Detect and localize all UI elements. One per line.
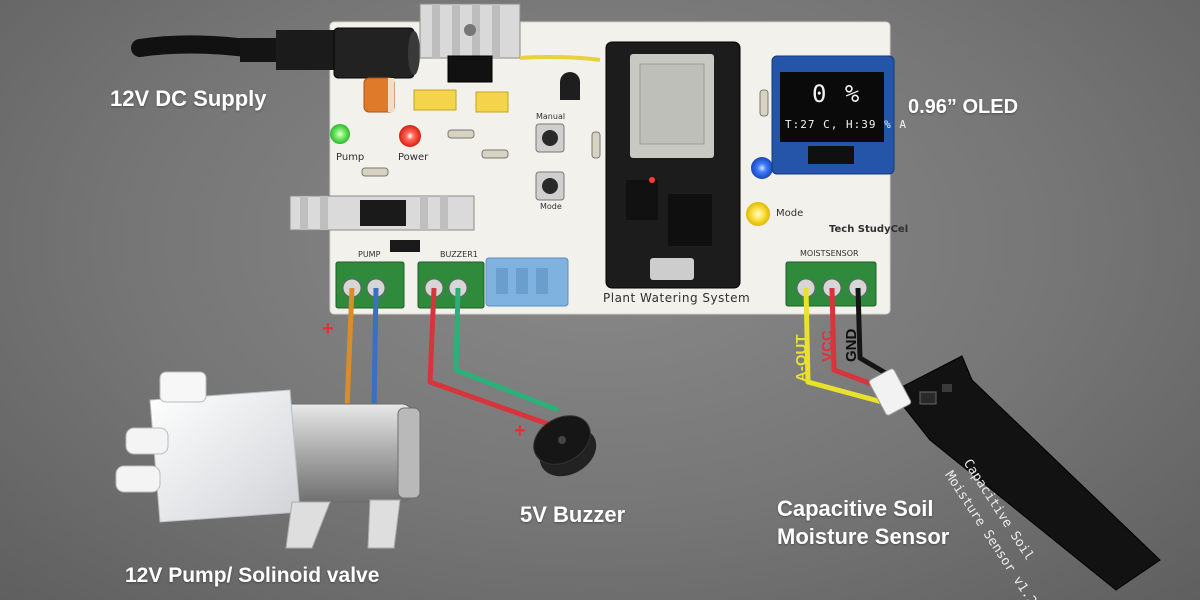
pcb-brand: Tech StudyCel [829,224,909,235]
pump-positive-mark: + [322,318,334,340]
silk-pump: PUMP [358,250,381,259]
label-gnd: GND [843,328,860,362]
silk-manual: Manual [536,112,566,121]
label-vcc: VCC [819,330,836,362]
silk-mode-button: Mode [540,202,562,211]
dc-jack [131,27,420,79]
buzzer-wire-negative [453,287,559,413]
regulator-heatsink [419,3,521,83]
silk-buzzer: BUZZER1 [440,250,478,259]
film-capacitor-1 [413,89,457,111]
label-dc-supply: 12V DC Supply [110,86,267,111]
oled-main-readout: 0 % [812,80,862,108]
pcb-title: Plant Watering System [603,291,751,305]
manual-button [535,123,565,153]
mode-led [746,202,770,226]
label-a-out: A-OUT [793,334,810,383]
sensor-wire-aout [803,287,883,405]
blue-led [751,157,773,179]
pump-led [330,124,350,144]
pump-terminal-block [335,261,405,309]
mosfet-heatsink [289,195,475,231]
oled-module [771,55,895,175]
diode [390,240,420,252]
silk-power: Power [398,152,429,163]
pump-component [115,371,421,549]
label-pump: 12V Pump/ Solinoid valve [125,564,380,587]
mode-button [535,171,565,201]
silk-mode-led: Mode [776,208,804,219]
pump-wire-positive [344,287,355,409]
transistor [560,72,580,100]
buzzer-positive-mark: + [514,420,526,442]
buzzer-wire-positive [427,287,549,427]
buzzer-terminal-block [417,261,485,309]
buzzer-component [533,415,597,477]
label-sensor: Capacitive Soil Moisture Sensor [777,496,950,549]
pump-wire-negative [371,287,379,409]
power-led [399,125,421,147]
label-oled: 0.96” OLED [908,96,1019,118]
resistors [361,89,769,177]
electrolytic-capacitor [363,77,395,113]
dht-sensor [485,257,569,307]
jumper-wire [519,54,601,62]
silk-pump-led: Pump [336,152,365,163]
film-capacitor-2 [475,91,509,113]
silk-moisture: MOISTSENSOR [800,249,859,258]
oled-sub-readout: T:27 C, H:39 % A [785,118,907,131]
label-buzzer: 5V Buzzer [520,502,626,527]
moisture-sensor-probe [868,355,1161,591]
sensor-wire-gnd [855,287,896,381]
esp32-module [605,41,741,289]
